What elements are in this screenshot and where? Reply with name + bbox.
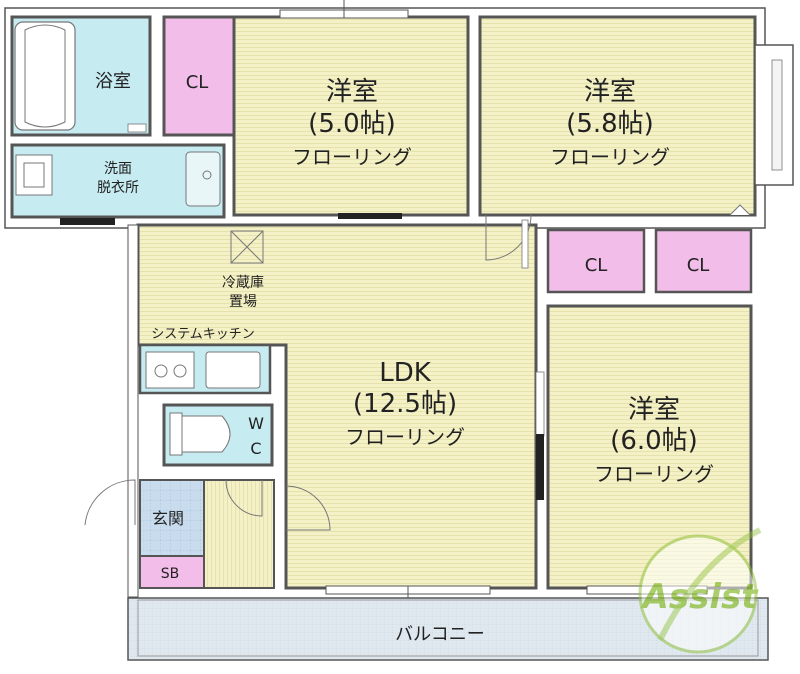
watermark-text: Assist: [640, 577, 760, 617]
west-room-size: (5.0帖): [308, 109, 396, 139]
wc-label-2: C: [250, 439, 261, 458]
closet-top: [162, 15, 236, 137]
west-room-floor: フローリング: [292, 145, 412, 169]
closet-mid-left: [546, 228, 646, 294]
wc-label-1: W: [248, 414, 264, 433]
fridge-label-2: 置場: [229, 294, 257, 310]
south-room-size: (6.0帖): [610, 426, 698, 456]
south-room-floor: フローリング: [594, 462, 714, 486]
closet-mid-right-label: CL: [687, 255, 710, 276]
balcony-label: バルコニー: [395, 624, 485, 645]
closet-top-label: CL: [186, 72, 209, 93]
east-room-size: (5.8帖): [566, 109, 654, 139]
washroom-label-2: 脱衣所: [97, 180, 139, 196]
west-room-label: 洋室: [326, 77, 378, 107]
closet-mid-right: [654, 228, 753, 294]
fridge-space: [230, 230, 264, 264]
entrance-label: 玄関: [152, 509, 184, 528]
closet-mid-left-label: CL: [585, 255, 608, 276]
east-room-floor: フローリング: [550, 145, 670, 169]
south-room-label: 洋室: [628, 395, 680, 425]
bathtub: [14, 21, 76, 131]
east-room-label: 洋室: [584, 77, 636, 107]
sb-label: SB: [161, 566, 180, 582]
east-room: [478, 15, 757, 217]
bath-label: 浴室: [95, 71, 131, 92]
ldk-floor: フローリング: [345, 425, 465, 449]
fridge-label-1: 冷蔵庫: [222, 274, 264, 291]
ldk-label: LDK: [379, 358, 432, 388]
ldk-size: (12.5帖): [353, 389, 457, 419]
washroom-label-1: 洗面: [104, 161, 132, 177]
assist-watermark: Assist: [638, 527, 762, 654]
entrance: [139, 479, 205, 557]
shoe-box: [139, 555, 205, 589]
kitchen-label: システムキッチン: [151, 327, 255, 342]
corridor: [203, 479, 275, 589]
